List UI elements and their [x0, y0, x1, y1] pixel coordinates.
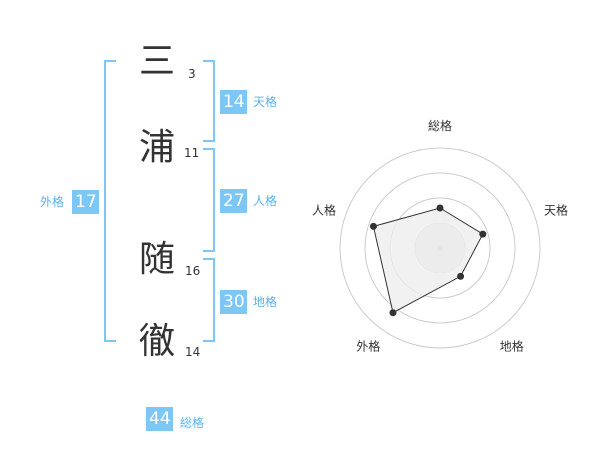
- soukaku-value-badge: 44: [146, 407, 173, 431]
- jinkaku-bracket: [203, 148, 215, 252]
- radar-axis-label: 人格: [312, 202, 336, 217]
- radar-ring: [339, 147, 541, 349]
- jinkaku-label: 人格: [253, 194, 278, 208]
- gaikaku-bracket: [104, 60, 116, 342]
- gaikaku-value-badge: 17: [72, 190, 99, 214]
- radar-point: [457, 272, 465, 280]
- radar-axis-label: 外格: [356, 339, 380, 354]
- tenkaku-label: 天格: [253, 95, 278, 109]
- jinkaku-value-badge: 27: [220, 189, 247, 213]
- radar-point: [436, 204, 444, 212]
- radar-point: [369, 222, 377, 230]
- soukaku-label: 総格: [180, 416, 205, 430]
- radar-axis-label: 地格: [500, 339, 524, 354]
- stroke-count-2: 11: [184, 146, 200, 160]
- radar-polygon: [372, 207, 484, 314]
- name-char-4: 徹: [138, 321, 175, 362]
- chikaku-value-badge: 30: [220, 290, 247, 314]
- radar-points: [369, 204, 487, 317]
- radar-axis-label: 天格: [544, 202, 568, 217]
- stroke-count-1: 3: [188, 67, 196, 81]
- radar-point: [479, 230, 487, 238]
- name-char-3: 随: [138, 239, 175, 280]
- chikaku-bracket: [203, 258, 215, 342]
- chikaku-label: 地格: [253, 295, 278, 309]
- radar-axis-label: 総格: [428, 118, 452, 133]
- stroke-count-4: 14: [185, 345, 201, 359]
- tenkaku-value-badge: 14: [220, 90, 247, 114]
- stroke-count-3: 16: [185, 264, 201, 278]
- name-char-1: 三: [138, 41, 175, 82]
- tenkaku-bracket: [203, 60, 215, 142]
- radar-ring: [364, 172, 516, 324]
- name-char-2: 浦: [138, 127, 175, 168]
- radar-point: [389, 309, 397, 317]
- gaikaku-label: 外格: [40, 195, 65, 209]
